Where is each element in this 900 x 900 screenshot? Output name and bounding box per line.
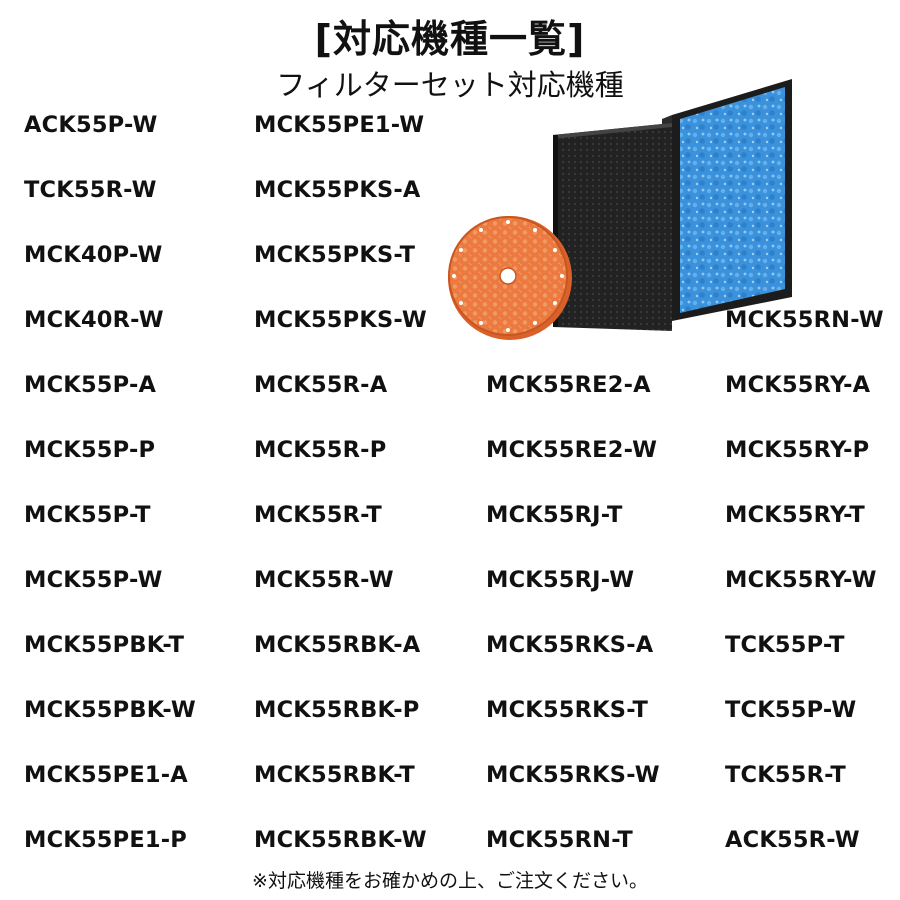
- model-item: MCK55RE2-W: [486, 437, 658, 463]
- model-item: MCK55RN-T: [486, 827, 633, 853]
- model-item: MCK55P-A: [24, 372, 157, 398]
- deodorizing-filter-graphic: [553, 123, 672, 331]
- model-item: MCK55P-P: [24, 437, 156, 463]
- model-item: TCK55R-W: [24, 177, 157, 203]
- model-item: MCK55RKS-A: [486, 632, 654, 658]
- model-item: TCK55R-T: [725, 762, 846, 788]
- model-item: MCK55PBK-T: [24, 632, 185, 658]
- model-item: MCK55PE1-W: [254, 112, 425, 138]
- model-item: MCK55RE2-A: [486, 372, 651, 398]
- model-item: MCK55R-W: [254, 567, 394, 593]
- model-item: MCK55RY-P: [725, 437, 870, 463]
- model-item: MCK55PE1-P: [24, 827, 187, 853]
- model-item: ACK55P-W: [24, 112, 158, 138]
- model-item: MCK55PKS-W: [254, 307, 427, 333]
- model-item: MCK55R-A: [254, 372, 388, 398]
- model-item: TCK55P-T: [725, 632, 845, 658]
- model-item: MCK55R-P: [254, 437, 387, 463]
- model-item: MCK40R-W: [24, 307, 164, 333]
- model-item: MCK55P-W: [24, 567, 163, 593]
- model-item: MCK55RBK-A: [254, 632, 421, 658]
- page-subtitle: フィルターセット対応機種: [276, 68, 624, 102]
- model-item: MCK55PE1-A: [24, 762, 188, 788]
- model-item: MCK55PBK-W: [24, 697, 196, 723]
- model-item: MCK55RBK-P: [254, 697, 420, 723]
- model-item: MCK55P-T: [24, 502, 151, 528]
- model-item: ACK55R-W: [725, 827, 860, 853]
- model-item: MCK55R-T: [254, 502, 382, 528]
- model-item: MCK55RKS-W: [486, 762, 660, 788]
- model-item: MCK55RBK-T: [254, 762, 415, 788]
- footer-note: ※対応機種をお確かめの上、ご注文ください。: [252, 870, 648, 892]
- model-item: MCK40P-W: [24, 242, 163, 268]
- model-item: MCK55PKS-A: [254, 177, 421, 203]
- humidifier-filter-graphic: [448, 216, 572, 340]
- page-title: [対応機種一覧]: [314, 17, 586, 61]
- model-item: MCK55RJ-W: [486, 567, 635, 593]
- model-item: MCK55RY-W: [725, 567, 877, 593]
- model-item: MCK55RN-W: [725, 307, 884, 333]
- model-item: MCK55RBK-W: [254, 827, 427, 853]
- model-item: TCK55P-W: [725, 697, 857, 723]
- dust-filter-graphic: [662, 79, 792, 321]
- model-item: MCK55RJ-T: [486, 502, 623, 528]
- filter-set-image: [448, 79, 792, 340]
- model-item: MCK55RY-T: [725, 502, 865, 528]
- model-item: MCK55PKS-T: [254, 242, 416, 268]
- model-item: MCK55RKS-T: [486, 697, 648, 723]
- model-item: MCK55RY-A: [725, 372, 871, 398]
